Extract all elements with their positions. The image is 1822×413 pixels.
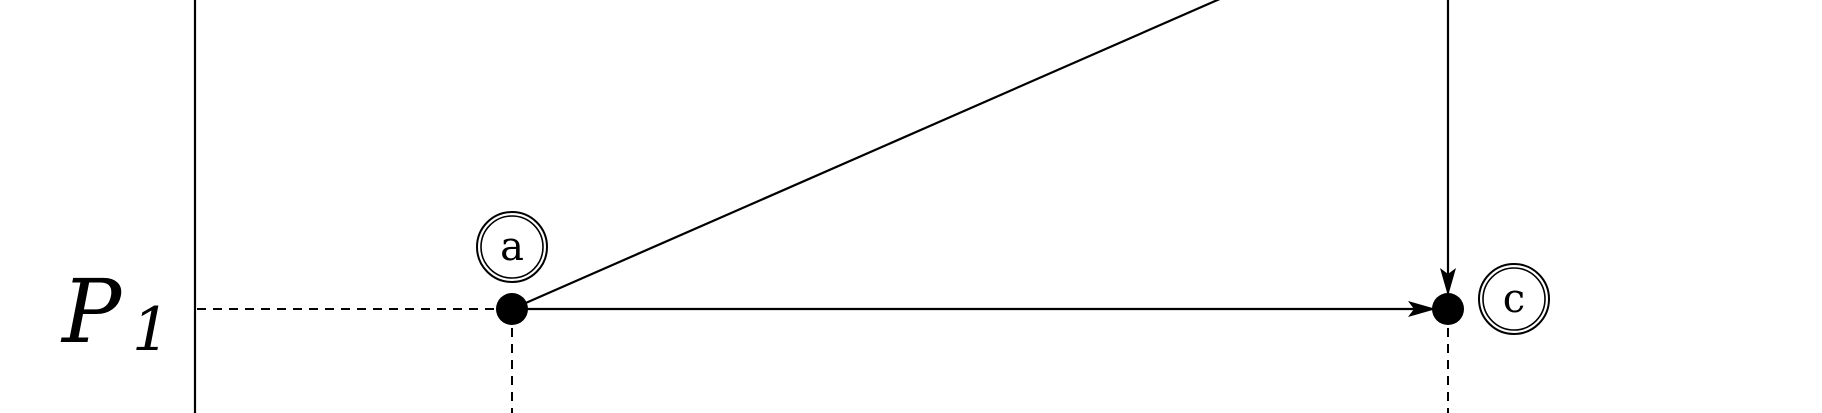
p1-label-main: P	[60, 260, 123, 363]
diagonal-edge	[511, 0, 1221, 311]
node-c-label: c	[1503, 276, 1525, 322]
node-a-label: a	[500, 224, 524, 270]
p1-label-subscript: 1	[132, 295, 170, 365]
p1-label: P 1	[60, 260, 170, 365]
node-a-dot	[496, 293, 528, 325]
node-c-badge: c	[1478, 263, 1550, 335]
node-c-dot	[1432, 293, 1464, 325]
node-a-badge: a	[476, 211, 548, 283]
